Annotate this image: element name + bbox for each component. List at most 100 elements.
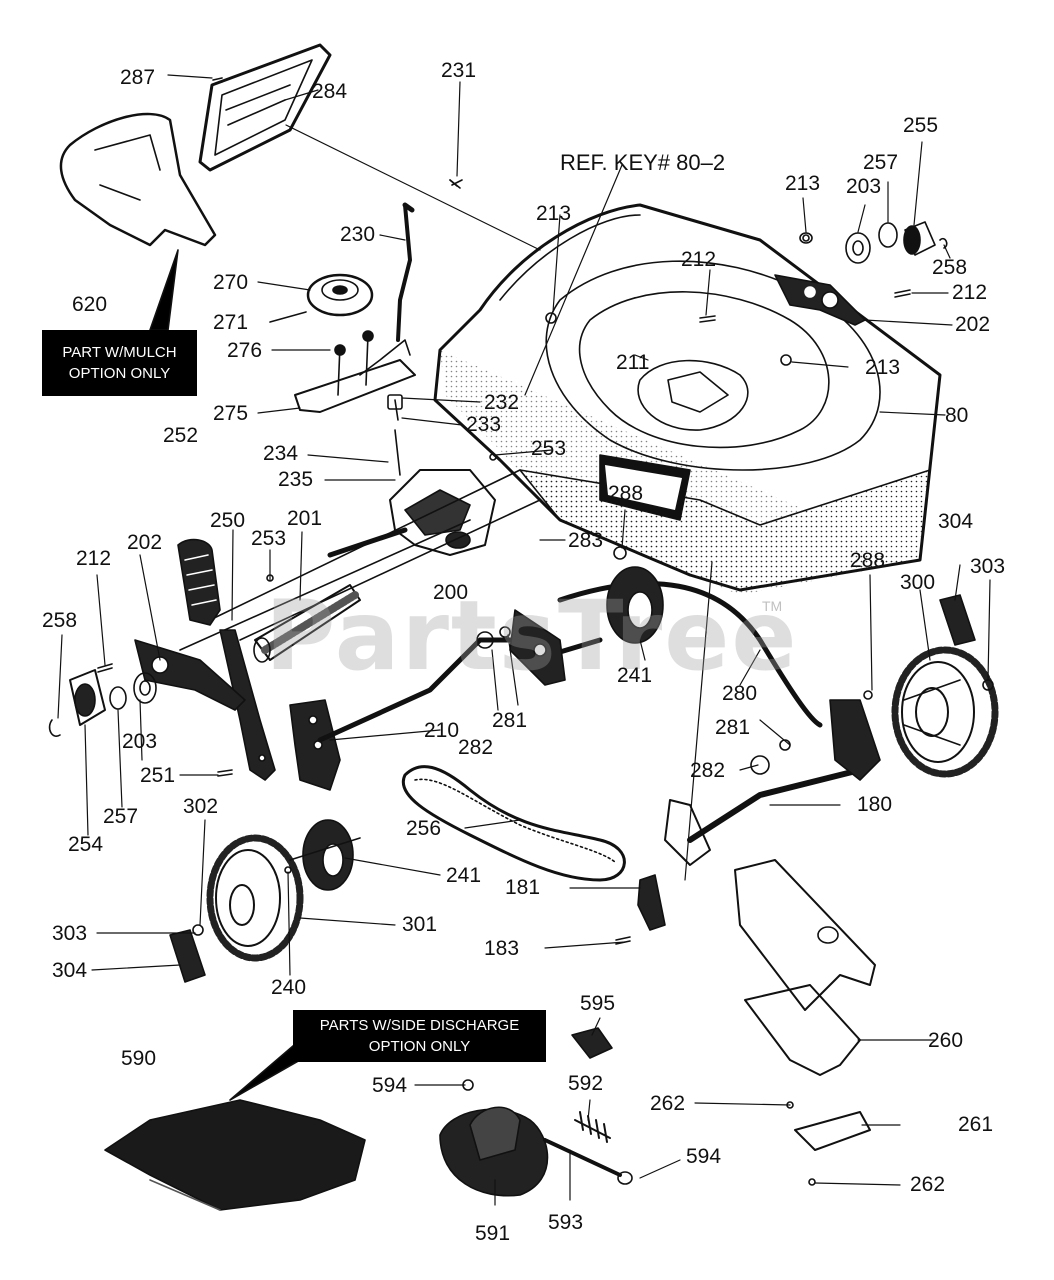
hub-cap-part-304-right xyxy=(939,594,976,646)
callout-201: 201 xyxy=(287,507,323,530)
callout-231: 231 xyxy=(441,59,477,82)
callout-303b: 303 xyxy=(52,922,88,945)
height-bracket-part-210 xyxy=(289,637,603,791)
callout-213c: 213 xyxy=(865,356,901,379)
callout-210: 210 xyxy=(424,719,460,742)
callout-233: 233 xyxy=(466,413,502,436)
shift-handle-part-252 xyxy=(177,538,221,626)
spring-part-592 xyxy=(574,1111,611,1143)
mulch-note-line-1: PART W/MULCH xyxy=(62,344,177,361)
callout-203a: 203 xyxy=(846,175,882,198)
callout-258a: 258 xyxy=(932,256,968,279)
wheel-cover-part-241-lower xyxy=(289,819,361,891)
callout-255: 255 xyxy=(903,114,939,137)
deflector-part-591 xyxy=(439,1106,549,1197)
callout-241a: 241 xyxy=(617,664,653,687)
callout-260: 260 xyxy=(928,1029,964,1052)
reference-key-label: REF. KEY# 80–2 xyxy=(560,150,726,175)
bracket-part-261 xyxy=(794,1111,871,1151)
callout-595: 595 xyxy=(580,992,616,1015)
callout-250: 250 xyxy=(210,509,246,532)
callout-275: 275 xyxy=(213,402,249,425)
pulley-part-270 xyxy=(269,273,374,323)
callout-592: 592 xyxy=(568,1072,604,1095)
callout-212a: 212 xyxy=(681,248,717,271)
hub-cap-part-304-left xyxy=(169,929,206,983)
bracket-part-275 xyxy=(294,330,416,413)
callout-183: 183 xyxy=(484,937,520,960)
callout-202a: 202 xyxy=(955,313,991,336)
mower-deck-part-80 xyxy=(433,203,942,595)
callout-180: 180 xyxy=(857,793,893,816)
callout-280: 280 xyxy=(722,682,758,705)
callout-302: 302 xyxy=(183,795,219,818)
callout-284: 284 xyxy=(312,80,348,103)
callout-261: 261 xyxy=(958,1113,994,1136)
watermark: PartsTree xyxy=(265,580,799,692)
callout-202b: 202 xyxy=(127,531,163,554)
callout-252: 252 xyxy=(163,424,199,447)
mulch-note-pointer xyxy=(149,249,179,331)
mulch-plug-part-620 xyxy=(59,112,217,247)
rear-axle-part-180 xyxy=(664,699,881,866)
callout-282a: 282 xyxy=(458,736,494,759)
callout-590: 590 xyxy=(121,1047,157,1070)
callout-282b: 282 xyxy=(690,759,726,782)
mulch-option-note: PART W/MULCH OPTION ONLY xyxy=(42,330,197,396)
callout-281a: 281 xyxy=(492,709,528,732)
callout-232: 232 xyxy=(484,391,520,414)
height-adjuster-part-202 xyxy=(774,274,866,326)
callout-230: 230 xyxy=(340,223,376,246)
side-discharge-note-line-2: OPTION ONLY xyxy=(368,1038,471,1055)
callout-253a: 253 xyxy=(531,437,567,460)
belt-cover-part-260 xyxy=(734,859,876,1076)
nut-part-594 xyxy=(617,1171,633,1185)
callout-301: 301 xyxy=(402,913,438,936)
bracket-part-181 xyxy=(637,874,666,931)
spring-cover-part-201 xyxy=(253,584,361,663)
rear-wheel-part-300 xyxy=(891,646,999,778)
callout-212b: 212 xyxy=(952,281,988,304)
callout-271: 271 xyxy=(213,311,249,334)
leader-lines xyxy=(57,74,991,1206)
callout-213b: 213 xyxy=(785,172,821,195)
callout-283: 283 xyxy=(568,529,604,552)
callout-211: 211 xyxy=(616,351,650,374)
drive-axle-lines xyxy=(179,469,541,651)
callout-256: 256 xyxy=(406,817,442,840)
bumper-part-595 xyxy=(571,1027,613,1059)
callout-304b: 304 xyxy=(52,959,88,982)
callout-281b: 281 xyxy=(715,716,751,739)
side-discharge-note-pointer xyxy=(229,1039,301,1101)
callout-258b: 258 xyxy=(42,609,78,632)
shift-rod-part-230 xyxy=(396,179,458,342)
callout-593: 593 xyxy=(548,1211,584,1234)
callout-240: 240 xyxy=(271,976,307,999)
callout-287: 287 xyxy=(120,66,156,89)
shift-lever-part-250 xyxy=(219,629,276,781)
callout-591: 591 xyxy=(475,1222,511,1245)
callout-257a: 257 xyxy=(863,151,899,174)
callout-620: 620 xyxy=(72,293,108,316)
callout-300: 300 xyxy=(900,571,936,594)
front-wheel-part-301 xyxy=(206,834,304,962)
callout-262b: 262 xyxy=(910,1173,946,1196)
callout-213a: 213 xyxy=(536,202,572,225)
drive-belt-part-256 xyxy=(401,765,626,882)
callout-241b: 241 xyxy=(446,864,482,887)
callout-288b: 288 xyxy=(850,549,886,572)
callout-235: 235 xyxy=(278,468,314,491)
callout-234: 234 xyxy=(263,442,299,465)
callout-257b: 257 xyxy=(103,805,139,828)
mulch-note-line-2: OPTION ONLY xyxy=(68,365,171,382)
side-discharge-note-line-1: PARTS W/SIDE DISCHARGE xyxy=(319,1017,520,1034)
callout-288a: 288 xyxy=(608,482,644,505)
callout-200: 200 xyxy=(433,581,469,604)
callout-80: 80 xyxy=(945,404,969,427)
watermark-trademark: TM xyxy=(762,598,783,614)
discharge-chute-part-590 xyxy=(104,1099,366,1211)
callout-304a: 304 xyxy=(938,510,974,533)
wheel-adapter-part-254 xyxy=(48,669,157,737)
callout-303a: 303 xyxy=(970,555,1006,578)
